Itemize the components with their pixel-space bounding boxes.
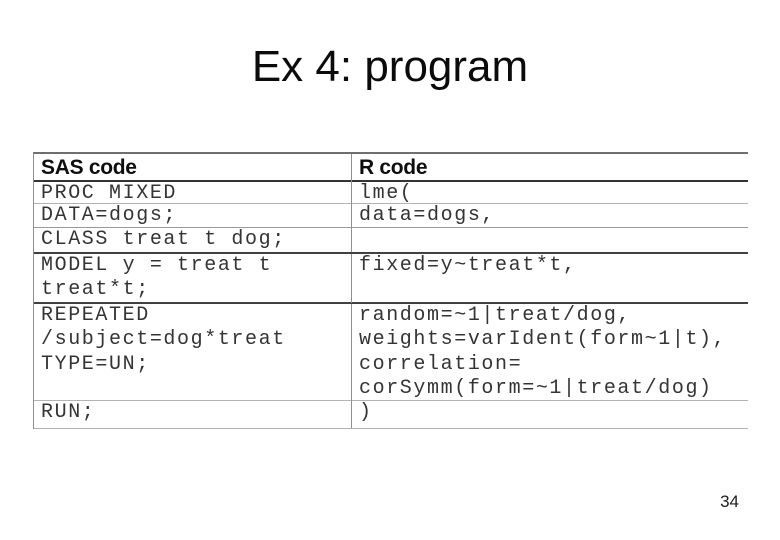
r-code-cell: data=dogs, <box>351 204 748 229</box>
table-row: DATA=dogs; data=dogs, <box>34 204 748 229</box>
table-row: CLASS treat t dog; <box>34 228 748 254</box>
table-row: MODEL y = treat t treat*t; fixed=y~treat… <box>34 254 748 304</box>
table-row: PROC MIXED lme( <box>34 182 748 207</box>
sas-code-cell: DATA=dogs; <box>41 204 178 227</box>
r-code-cell: lme( <box>351 182 748 207</box>
sas-code-cell: CLASS treat t dog; <box>41 228 286 251</box>
table-row: REPEATED /subject=dog*treat TYPE=UN; ran… <box>34 304 748 402</box>
sas-code-column-header: SAS code <box>41 156 137 179</box>
table-row: RUN; ) <box>34 401 748 429</box>
table-header-row: SAS code R code <box>34 154 748 182</box>
sas-code-cell: RUN; <box>41 401 96 424</box>
r-code-cell: ) <box>351 401 748 428</box>
sas-code-cell: PROC MIXED <box>41 182 178 205</box>
slide-title: Ex 4: program <box>251 42 529 91</box>
r-code-cell: random=~1|treat/dog, weights=varIdent(fo… <box>351 304 748 402</box>
r-code-cell: fixed=y~treat*t, <box>351 254 748 303</box>
r-code-column-header: R code <box>351 154 748 182</box>
sas-code-cell: REPEATED /subject=dog*treat TYPE=UN; <box>41 304 286 376</box>
sas-code-cell: MODEL y = treat t treat*t; <box>41 254 273 302</box>
r-code-cell <box>351 228 748 253</box>
sas-r-code-table: SAS code R code PROC MIXED lme( DATA=dog… <box>33 152 748 429</box>
page-number: 34 <box>720 492 739 511</box>
